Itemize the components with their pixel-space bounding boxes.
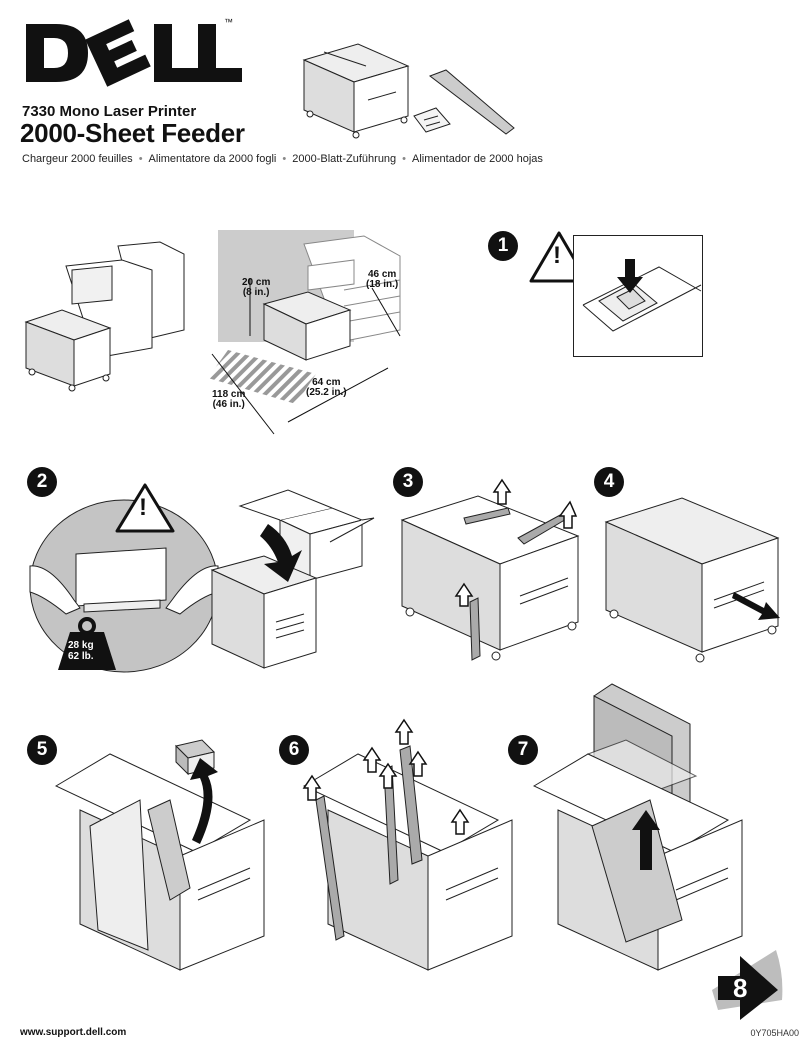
- weight-icon: [58, 617, 116, 670]
- clearance-back-label: 46 cm(18 in.): [366, 269, 399, 290]
- product-title: 2000-Sheet Feeder: [20, 118, 245, 148]
- warning-icon: [115, 483, 175, 533]
- separator: •: [282, 153, 287, 165]
- dell-logo: [26, 19, 242, 87]
- step-1-number: 1: [488, 231, 518, 261]
- subtitle-es: Alimentador de 2000 hojas: [412, 153, 543, 165]
- clearance-diagram: [208, 230, 401, 435]
- subtitle-fr: Chargeur 2000 feuilles: [22, 153, 133, 165]
- printer-model: 7330 Mono Laser Printer: [22, 103, 197, 120]
- support-url: www.support.dell.com: [20, 1027, 127, 1038]
- unboxing-illustration: [210, 489, 375, 669]
- printer-with-feeder-illustration: [24, 241, 185, 392]
- document-code: 0Y705HA00: [750, 1028, 799, 1038]
- clearance-top-label: 20 cm(8 in.): [242, 277, 271, 298]
- remove-packing-illustration: [54, 739, 265, 971]
- box-contents-illustration: [302, 43, 515, 139]
- step-3-number: 3: [393, 467, 423, 497]
- remove-tray-insert-illustration: [532, 683, 743, 971]
- warning-mark: !: [553, 242, 561, 269]
- subtitle-de: 2000-Blatt-Zuführung: [292, 153, 397, 165]
- clearance-front-label: 64 cm(25.2 in.): [306, 377, 347, 398]
- subtitle-it: Alimentatore da 2000 fogli: [148, 153, 277, 165]
- subtitle-translations: Chargeur 2000 feuilles • Alimentatore da 2…: [22, 153, 543, 165]
- separator: •: [402, 153, 407, 165]
- remove-tray-tapes-illustration: [302, 718, 513, 971]
- separator: •: [138, 153, 143, 165]
- step-4-number: 4: [594, 467, 624, 497]
- step-6-number: 6: [279, 735, 309, 765]
- remove-tape-illustration: [400, 478, 580, 661]
- power-switch-off-illustration: [573, 235, 703, 357]
- step-5-number: 5: [27, 735, 57, 765]
- clearance-side-label: 118 cm(46 in.): [212, 389, 246, 410]
- step-7-number: 7: [508, 735, 538, 765]
- open-tray-illustration: [604, 497, 780, 663]
- warning-mark: !: [139, 494, 147, 521]
- lifting-feeder-illustration: [29, 499, 219, 673]
- trademark-symbol: ™: [224, 17, 233, 27]
- next-page-arrow-icon: [712, 950, 783, 1020]
- step-2-number: 2: [27, 467, 57, 497]
- next-step-number: 8: [733, 973, 748, 1003]
